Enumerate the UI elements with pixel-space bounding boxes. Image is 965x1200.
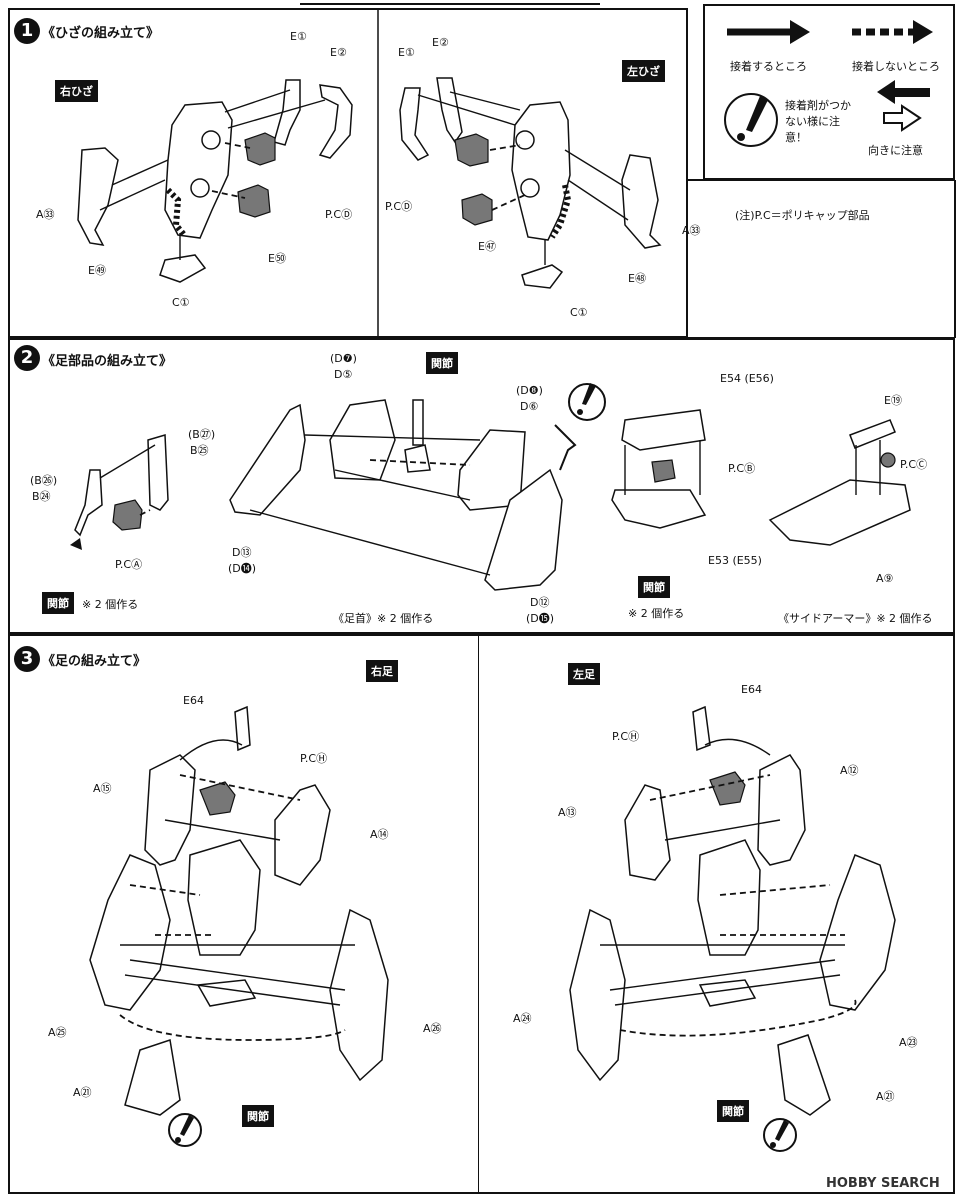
left-leg-diagram — [569, 705, 896, 1152]
label-d8: (D❽) — [516, 384, 543, 397]
label-l-e64: E64 — [741, 683, 762, 696]
label-d15: (D⓯) — [526, 612, 555, 625]
step2-joint-tag-c: 関節 — [638, 576, 670, 598]
left-knee-diagram — [399, 77, 662, 289]
step2-title: 《足部品の組み立て》 — [42, 354, 173, 369]
label-d14: (D⓮) — [228, 562, 257, 575]
label-r-a14: A⑭ — [370, 828, 389, 841]
label-r-e60: E㊿ — [268, 252, 286, 265]
label-b24: B㉔ — [32, 490, 51, 503]
label-l-pcd: P.CⒹ — [385, 200, 413, 213]
label-l-a23: A㉓ — [899, 1036, 918, 1049]
label-r-a25: A㉕ — [48, 1026, 67, 1039]
label-e54: E54 (E56) — [720, 372, 774, 385]
label-pcc: P.CⒸ — [900, 458, 928, 471]
legend-direction: 向きに注意 — [868, 144, 923, 157]
label-e19: E⑲ — [884, 394, 902, 407]
label-l-e58: E㊽ — [628, 272, 646, 285]
watermark: HOBBY SEARCH — [826, 1176, 940, 1191]
left-joint-tag: 関節 — [717, 1100, 749, 1122]
right-leg-diagram — [89, 705, 389, 1147]
step2-joint-tag-b: 関節 — [42, 592, 74, 614]
legend-noglue: 接着しないところ — [852, 60, 940, 73]
left-knee-tag: 左ひざ — [622, 60, 665, 82]
label-l-e1: E① — [398, 46, 415, 59]
label-r-e1: E① — [290, 30, 307, 43]
label-b26: (B㉖) — [30, 474, 58, 487]
label-d6: D⑥ — [520, 400, 539, 413]
label-l-e57: E㊼ — [478, 240, 496, 253]
step2-make2-a: ※ 2 個作る — [82, 598, 139, 611]
step3-panel — [8, 634, 955, 1194]
label-r-e64: E64 — [183, 694, 204, 707]
label-d13: D⑬ — [232, 546, 252, 559]
label-d12: D⑫ — [530, 596, 550, 609]
step2-ankle-diagram — [229, 383, 606, 591]
label-l-a13: A⑬ — [558, 806, 577, 819]
step3-divider — [478, 636, 479, 1192]
legend-glue: 接着するところ — [730, 60, 807, 73]
label-pcb: P.CⒷ — [728, 462, 756, 475]
legend-warn: 接着剤がつかない様に注意！ — [785, 99, 851, 144]
ankle-caption: 《足首》※ 2 個作る — [333, 612, 434, 625]
label-l-a24: A㉔ — [513, 1012, 532, 1025]
label-r-pcd: P.CⒹ — [325, 208, 353, 221]
warning-icon — [724, 93, 778, 147]
label-e53: E53 (E55) — [708, 554, 762, 567]
label-b27: (B㉗) — [188, 428, 216, 441]
label-pca: P.CⒶ — [115, 558, 143, 571]
right-knee-diagram — [77, 79, 353, 283]
label-b25: B㉕ — [190, 444, 209, 457]
label-l-pch: P.CⒽ — [612, 730, 640, 743]
glue-arrow-icon — [727, 20, 810, 44]
step2-number: 2 — [14, 345, 40, 371]
step2-joint-diagram — [70, 434, 169, 550]
label-l-a33: A㉝ — [682, 224, 701, 237]
label-r-pch: P.CⒽ — [300, 752, 328, 765]
step1-number: 1 — [14, 18, 40, 44]
right-knee-tag: 右ひざ — [55, 80, 98, 102]
side-armor-caption: 《サイドアーマー》※ 2 個作る — [778, 612, 933, 625]
label-a9: A⑨ — [876, 572, 894, 585]
label-r-e59: E㊾ — [88, 264, 106, 277]
label-r-a21: A㉑ — [73, 1086, 92, 1099]
right-joint-tag: 関節 — [242, 1105, 274, 1127]
right-leg-tag: 右足 — [366, 660, 398, 682]
label-l-e2: E② — [432, 36, 449, 49]
label-r-e2: E② — [330, 46, 347, 59]
step2-make2-c: ※ 2 個作る — [628, 607, 685, 620]
step1-title: 《ひざの組み立て》 — [42, 26, 160, 41]
step3-number: 3 — [14, 646, 40, 672]
left-leg-tag: 左足 — [568, 663, 600, 685]
label-l-c1: C① — [570, 306, 588, 319]
label-d5: D⑤ — [334, 368, 353, 381]
label-r-a26: A㉖ — [423, 1022, 442, 1035]
label-l-a12: A⑫ — [840, 764, 859, 777]
direction-arrows-icon — [877, 80, 930, 132]
step1-panel — [8, 8, 688, 338]
label-r-c1: C① — [172, 296, 190, 309]
label-r-a15: A⑮ — [93, 782, 112, 795]
step2-panel — [8, 338, 955, 634]
step2-sidearmor-diagram — [611, 409, 911, 546]
noglue-arrow-icon — [852, 20, 933, 44]
label-d7: (D❼) — [330, 352, 357, 365]
label-r-a33: A㉝ — [36, 208, 55, 221]
legend-note: (注)P.C＝ポリキャップ部品 — [735, 209, 870, 222]
label-l-a21: A㉑ — [876, 1090, 895, 1103]
step3-title: 《足の組み立て》 — [42, 654, 147, 669]
step2-joint-tag: 関節 — [426, 352, 458, 374]
